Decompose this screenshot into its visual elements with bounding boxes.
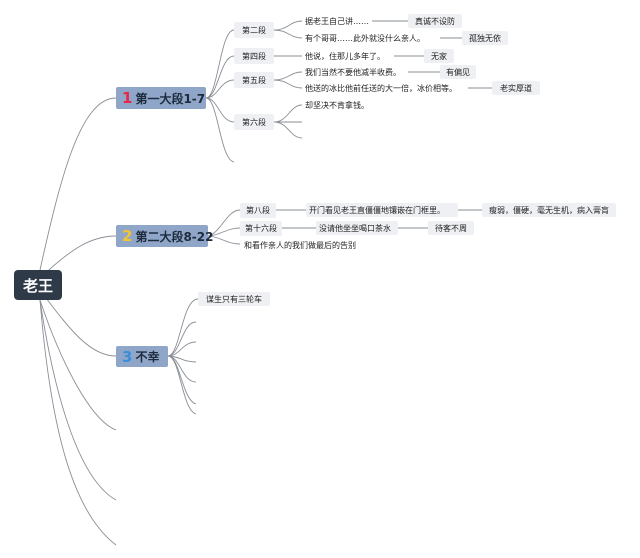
leaf-node[interactable]: 却坚决不肯拿钱。 [302, 98, 372, 112]
leaf-label: 他送的冰比他前任送的大一倍，冰价相等。 [305, 83, 457, 93]
connector-b1-s4 [205, 55, 235, 99]
connector-s2-l1 [273, 20, 303, 31]
leaf-node[interactable]: 他送的冰比他前任送的大一倍，冰价相等。 [302, 81, 460, 95]
connector-s5-l1 [273, 71, 303, 81]
note-node[interactable]: 无家 [424, 49, 454, 63]
connector-s5-l2 [273, 79, 303, 89]
connector-s6-e2 [273, 121, 303, 139]
root-label: 老王 [22, 276, 53, 295]
leaf-node[interactable]: 我们当然不要他减半收费。 [302, 65, 404, 79]
connector-root-branch1 [39, 97, 117, 271]
leaf-label: 开门看见老王直僵僵地镶嵌在门框里。 [309, 205, 445, 215]
connector-b3-e5 [167, 355, 197, 405]
branch-2-node[interactable]: 2 第二大段8-22 [116, 225, 213, 247]
section-node-2[interactable]: 第二段 [234, 22, 274, 38]
farewell-node[interactable]: 和看作亲人的我们做最后的告别 [244, 238, 356, 252]
connector-b3-e4 [167, 355, 197, 383]
note-node[interactable]: 孤独无依 [462, 31, 508, 45]
leaf-label: 据老王自己讲…… [305, 16, 369, 26]
connector-b3-e6 [167, 355, 197, 415]
branch-1-node[interactable]: 1 第一大段1-7 [116, 87, 206, 109]
connector-root-empty-3 [39, 299, 117, 546]
note-label: 瘦弱，僵硬，毫无生机，病入膏肓 [489, 205, 609, 215]
section-label: 第四段 [242, 51, 266, 61]
section-node-5[interactable]: 第五段 [234, 72, 274, 88]
note-label: 真诚不设防 [415, 16, 455, 26]
connector-b2-extra [205, 235, 241, 245]
connector-root-empty-2 [39, 299, 117, 501]
branch-3-node[interactable]: 3 不幸 [116, 346, 168, 367]
leaf-label: 有个哥哥……此外就没什么亲人。 [305, 33, 425, 43]
leaf-label: 没请他坐坐喝口茶水 [319, 223, 391, 233]
section-node-8[interactable]: 第八段 [240, 203, 276, 218]
leaf-node[interactable]: 没请他坐坐喝口茶水 [316, 221, 398, 235]
connector-b3-e1 [167, 321, 197, 357]
branch-3-label: 不幸 [135, 350, 160, 364]
note-label: 有偏见 [446, 67, 470, 77]
leaf-node[interactable]: 他说，住那儿多年了。 [302, 49, 388, 63]
leaf-label: 我们当然不要他减半收费。 [305, 67, 401, 77]
section-label: 第五段 [242, 75, 266, 85]
section-node-16[interactable]: 第十六段 [240, 221, 282, 236]
leaf-node[interactable]: 据老王自己讲…… [302, 14, 372, 28]
section-label: 第十六段 [245, 224, 277, 233]
section-label: 第二段 [242, 25, 266, 35]
leaf-label: 他说，住那儿多年了。 [305, 51, 385, 61]
note-node[interactable]: 有偏见 [440, 65, 476, 79]
connector-b1-s5 [205, 79, 235, 99]
note-label: 老实厚道 [500, 83, 532, 93]
branch-3-number-icon: 3 [122, 347, 133, 366]
connector-b3-i1 [167, 298, 199, 357]
branch-1-number-icon: 1 [122, 89, 133, 107]
item-label: 谋生只有三轮车 [206, 294, 262, 304]
leaf-label: 却坚决不肯拿钱。 [305, 100, 369, 110]
item-node[interactable]: 谋生只有三轮车 [198, 292, 270, 306]
section-label: 第六段 [242, 117, 266, 127]
note-label: 待客不周 [435, 223, 467, 233]
connector-b3-e2 [167, 341, 197, 357]
farewell-label: 和看作亲人的我们做最后的告别 [244, 240, 356, 250]
connector-root-empty-1 [39, 299, 117, 431]
branch-2-label: 第二大段8-22 [135, 229, 214, 244]
section-node-6[interactable]: 第六段 [234, 114, 274, 130]
note-node[interactable]: 真诚不设防 [408, 14, 462, 28]
note-label: 无家 [431, 51, 447, 61]
connector-b1-s2 [205, 29, 235, 99]
connector-s6-l1 [273, 104, 303, 123]
connector-b1-empty [205, 97, 235, 163]
leaf-node[interactable]: 有个哥哥……此外就没什么亲人。 [302, 31, 428, 45]
connector-root-branch3 [39, 289, 117, 357]
section-label: 第八段 [246, 206, 270, 215]
leaf-node[interactable]: 开门看见老王直僵僵地镶嵌在门框里。 [306, 203, 458, 217]
connector-b2-s8 [205, 209, 241, 237]
connector-s2-l2 [273, 29, 303, 39]
note-node[interactable]: 瘦弱，僵硬，毫无生机，病入膏肓 [482, 203, 616, 217]
root-node[interactable]: 老王 [14, 270, 62, 300]
branch-1-label: 第一大段1-7 [135, 91, 206, 106]
note-node[interactable]: 老实厚道 [492, 81, 540, 95]
section-node-4[interactable]: 第四段 [234, 48, 274, 64]
note-node[interactable]: 待客不周 [428, 221, 474, 235]
note-label: 孤独无依 [469, 33, 501, 43]
branch-2-number-icon: 2 [122, 227, 133, 245]
